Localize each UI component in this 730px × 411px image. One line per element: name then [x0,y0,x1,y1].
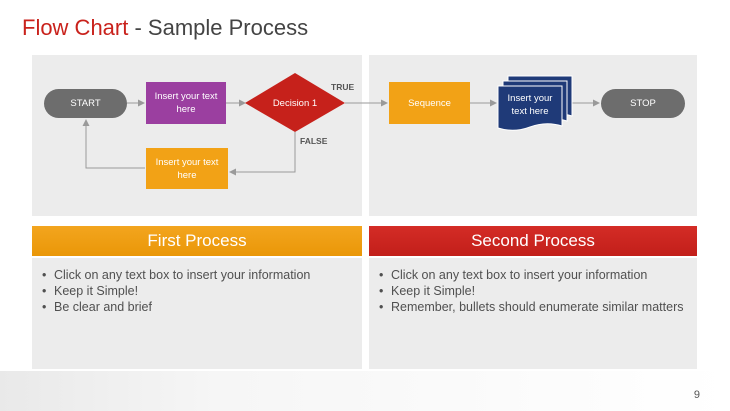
sequence-box[interactable] [389,82,470,124]
bullet-item: Remember, bullets should enumerate simil… [379,299,697,315]
process-box-top[interactable] [146,82,226,124]
bullet-item: Keep it Simple! [42,283,362,299]
bullet-item: Click on any text box to insert your inf… [42,267,362,283]
arrow-loop-to-start [82,119,145,169]
first-process-bullets: Click on any text box to insert your inf… [32,258,362,315]
decision-diamond[interactable] [245,73,345,132]
true-label: TRUE [331,82,355,92]
first-process-body[interactable]: Click on any text box to insert your inf… [32,258,362,369]
stop-terminal[interactable] [601,89,685,118]
page-number: 9 [693,389,700,401]
document-label: Insert your text here [507,93,553,117]
bullet-item: Keep it Simple! [379,283,697,299]
title-sub: - Sample Process [134,15,309,40]
sequence-label: Sequence [408,97,451,109]
process-box-bottom[interactable] [146,148,228,189]
second-process-bullets: Click on any text box to insert your inf… [369,258,697,315]
start-terminal[interactable] [44,89,127,118]
title-main: Flow Chart [22,15,129,40]
bullet-item: Click on any text box to insert your inf… [379,267,697,283]
stop-label: STOP [630,98,656,109]
insert-bottom-label: Insert your text here [155,156,219,181]
insert-top-label: Insert your text here [154,91,218,115]
false-label: FALSE [300,136,328,146]
arrow-false-to-insert [229,132,296,176]
second-process-body[interactable]: Click on any text box to insert your inf… [369,258,697,369]
second-process-header[interactable]: Second Process [369,226,697,256]
footer-band [0,371,730,411]
slide-title: Flow Chart - Sample Process [22,14,308,42]
start-label: START [70,98,101,109]
multi-document-shape[interactable] [497,75,573,131]
first-process-header[interactable]: First Process [32,226,362,256]
decision-label: Decision 1 [272,97,318,109]
bullet-item: Be clear and brief [42,299,362,315]
